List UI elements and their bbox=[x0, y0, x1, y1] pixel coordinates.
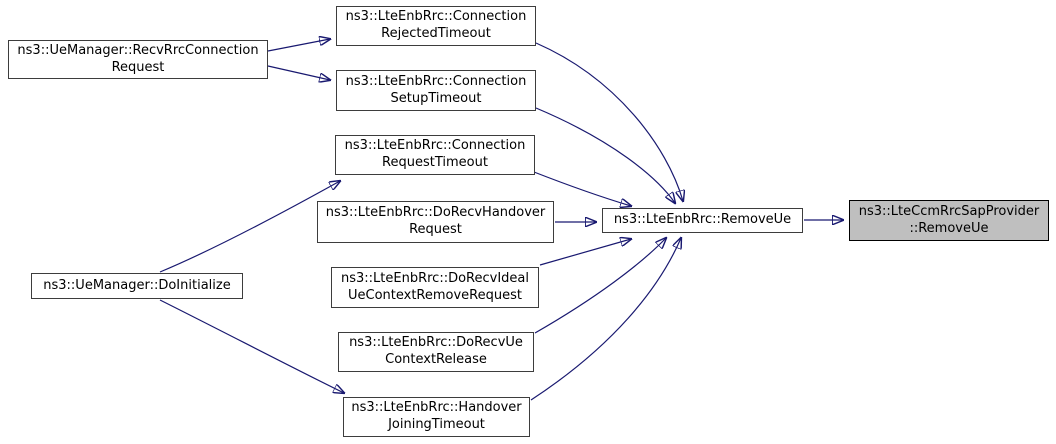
node-connection-setup-timeout[interactable]: ns3::LteEnbRrc::Connection SetupTimeout bbox=[336, 70, 536, 111]
node-lte-ccm-rrc-sap-provider-remove-ue: ns3::LteCcmRrcSapProvider ::RemoveUe bbox=[849, 200, 1049, 241]
edge-dorecvue-to-removeue bbox=[534, 238, 666, 334]
edge-handover-joining-to-removeue bbox=[530, 238, 681, 401]
edge-doinitialize-to-handover-joining bbox=[159, 299, 344, 393]
node-recv-rrc-connection-request[interactable]: ns3::UeManager::RecvRrcConnection Reques… bbox=[8, 40, 268, 79]
node-lte-enb-rrc-remove-ue[interactable]: ns3::LteEnbRrc::RemoveUe bbox=[602, 208, 803, 233]
edge-setup-timeout-to-removeue bbox=[535, 107, 675, 203]
edge-request-timeout-to-removeue bbox=[533, 171, 631, 206]
edge-rejected-timeout-to-removeue bbox=[535, 42, 683, 201]
edge-recvrrc-to-setup-timeout bbox=[267, 65, 330, 80]
node-do-recv-ue-context-release[interactable]: ns3::LteEnbRrc::DoRecvUe ContextRelease bbox=[338, 332, 534, 372]
edge-doinitialize-to-request-timeout bbox=[159, 181, 340, 273]
node-handover-joining-timeout[interactable]: ns3::LteEnbRrc::Handover JoiningTimeout bbox=[343, 397, 530, 437]
node-connection-rejected-timeout[interactable]: ns3::LteEnbRrc::Connection RejectedTimeo… bbox=[336, 6, 536, 46]
node-do-recv-handover-request[interactable]: ns3::LteEnbRrc::DoRecvHandover Request bbox=[317, 201, 554, 243]
edge-dorecvideal-to-removeue bbox=[539, 239, 631, 266]
node-do-recv-ideal-ue-context-remove-request[interactable]: ns3::LteEnbRrc::DoRecvIdeal UeContextRem… bbox=[331, 267, 539, 308]
node-do-initialize[interactable]: ns3::UeManager::DoInitialize bbox=[31, 273, 243, 299]
node-connection-request-timeout[interactable]: ns3::LteEnbRrc::Connection RequestTimeou… bbox=[335, 135, 535, 175]
edge-recvrrc-to-rejected-timeout bbox=[267, 39, 330, 52]
